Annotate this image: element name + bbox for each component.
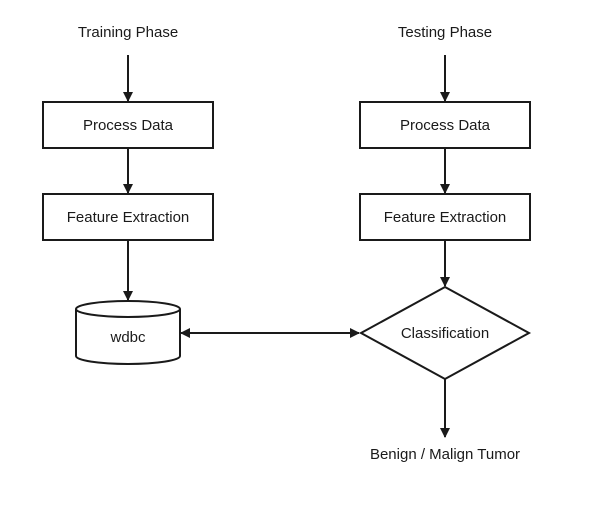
testing-process-data-box [359, 101, 531, 149]
testing-feature-extraction-label: Feature Extraction [384, 209, 507, 226]
wdbc-database [75, 300, 181, 365]
classification-label: Classification [401, 325, 489, 342]
training-feature-extraction-box [42, 193, 214, 241]
output-label: Benign / Malign Tumor [370, 446, 520, 463]
wdbc-database-label: wdbc [109, 329, 146, 346]
testing-process-data-label: Process Data [400, 117, 491, 134]
testing-phase-title: Testing Phase [398, 24, 492, 41]
training-phase-title: Training Phase [78, 24, 178, 41]
training-feature-extraction-label: Feature Extraction [67, 209, 190, 226]
training-process-data-label: Process Data [83, 117, 174, 134]
